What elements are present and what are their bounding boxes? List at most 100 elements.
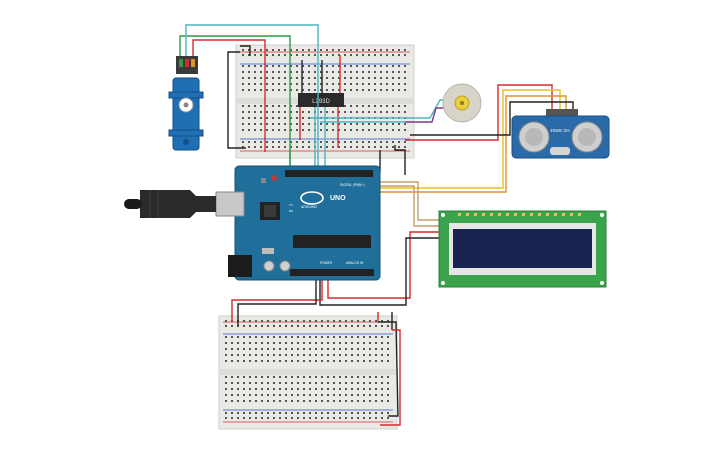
breadboard-hole xyxy=(326,54,328,56)
breadboard-hole xyxy=(368,141,370,143)
breadboard-hole xyxy=(290,65,292,67)
breadboard-hole xyxy=(308,49,310,51)
breadboard-hole xyxy=(260,65,262,67)
breadboard-hole xyxy=(339,412,341,414)
breadboard-hole xyxy=(344,129,346,131)
breadboard-hole xyxy=(290,49,292,51)
breadboard-hole xyxy=(404,129,406,131)
breadboard-hole xyxy=(339,400,341,402)
breadboard-hole xyxy=(351,342,353,344)
dc-motor[interactable] xyxy=(442,83,482,123)
breadboard-hole xyxy=(266,105,268,107)
breadboard-hole xyxy=(398,146,400,148)
breadboard-hole xyxy=(290,54,292,56)
breadboard-hole xyxy=(326,129,328,131)
breadboard-hole xyxy=(326,123,328,125)
breadboard-hole xyxy=(285,400,287,402)
reset-button-icon[interactable] xyxy=(271,175,277,181)
breadboard-hole xyxy=(404,141,406,143)
breadboard-hole xyxy=(345,376,347,378)
breadboard-hole xyxy=(392,146,394,148)
lcd-pin xyxy=(546,213,549,216)
breadboard-hole xyxy=(279,394,281,396)
breadboard-hole xyxy=(225,336,227,338)
breadboard-hole xyxy=(297,342,299,344)
breadboard-hole xyxy=(387,360,389,362)
breadboard-hole xyxy=(290,71,292,73)
breadboard-hole xyxy=(369,342,371,344)
breadboard-hole xyxy=(357,412,359,414)
breadboard-hole xyxy=(351,394,353,396)
breadboard-hole xyxy=(302,89,304,91)
breadboard-hole xyxy=(398,49,400,51)
servo-motor[interactable] xyxy=(168,56,204,151)
breadboard-hole xyxy=(225,400,227,402)
breadboard-hole xyxy=(303,400,305,402)
breadboard-hole xyxy=(327,360,329,362)
breadboard-hole xyxy=(249,354,251,356)
breadboard-hole xyxy=(308,83,310,85)
breadboard-hole xyxy=(248,129,250,131)
breadboard-hole xyxy=(350,141,352,143)
breadboard-hole xyxy=(404,146,406,148)
breadboard-hole xyxy=(261,376,263,378)
breadboard-hole xyxy=(344,146,346,148)
breadboard-hole xyxy=(338,83,340,85)
breadboard-hole xyxy=(308,129,310,131)
breadboard-hole xyxy=(326,146,328,148)
breadboard-hole xyxy=(321,354,323,356)
breadboard-hole xyxy=(285,342,287,344)
breadboard-hole xyxy=(380,89,382,91)
l293d-chip[interactable]: L293D xyxy=(298,93,344,107)
breadboard-hole xyxy=(356,49,358,51)
breadboard-hole xyxy=(296,129,298,131)
breadboard-hole xyxy=(333,382,335,384)
breadboard-hole xyxy=(351,354,353,356)
breadboard-hole xyxy=(302,54,304,56)
breadboard-hole xyxy=(254,49,256,51)
breadboard-hole xyxy=(267,320,269,322)
breadboard-hole xyxy=(231,336,233,338)
breadboard-hole xyxy=(308,123,310,125)
breadboard-hole xyxy=(291,417,293,419)
breadboard-hole xyxy=(290,129,292,131)
lcd-pin xyxy=(482,213,485,216)
breadboard-hole xyxy=(278,141,280,143)
breadboard-hole xyxy=(243,342,245,344)
breadboard-hole xyxy=(320,123,322,125)
breadboard-hole xyxy=(321,336,323,338)
breadboard-hole xyxy=(261,382,263,384)
breadboard-hole xyxy=(309,394,311,396)
breadboard-hole xyxy=(338,54,340,56)
bottom-breadboard[interactable] xyxy=(218,315,398,430)
breadboard-hole xyxy=(237,412,239,414)
ultrasonic-sensor[interactable]: HC-SR04 xyxy=(511,109,610,159)
breadboard-hole xyxy=(302,123,304,125)
breadboard-hole xyxy=(272,65,274,67)
breadboard-hole xyxy=(380,129,382,131)
breadboard-hole xyxy=(381,342,383,344)
breadboard-hole xyxy=(315,320,317,322)
breadboard-hole xyxy=(266,49,268,51)
breadboard-hole xyxy=(242,129,244,131)
breadboard-hole xyxy=(356,83,358,85)
breadboard-hole xyxy=(404,83,406,85)
breadboard-hole xyxy=(332,89,334,91)
breadboard-hole xyxy=(339,376,341,378)
arduino-uno[interactable]: UNO ARDUINO DIGITAL (PWM~) POWER ANALOG … xyxy=(228,165,381,281)
breadboard-hole xyxy=(345,417,347,419)
breadboard-hole xyxy=(380,77,382,79)
breadboard-hole xyxy=(285,382,287,384)
breadboard-hole xyxy=(260,129,262,131)
breadboard-hole xyxy=(363,376,365,378)
breadboard-hole xyxy=(231,360,233,362)
breadboard-hole xyxy=(284,71,286,73)
breadboard-hole xyxy=(255,360,257,362)
breadboard-hole xyxy=(249,348,251,350)
breadboard-hole xyxy=(243,354,245,356)
lcd-display[interactable] xyxy=(438,210,607,288)
breadboard-hole xyxy=(285,417,287,419)
breadboard-hole xyxy=(296,54,298,56)
usb-plug-icon[interactable] xyxy=(124,190,245,218)
